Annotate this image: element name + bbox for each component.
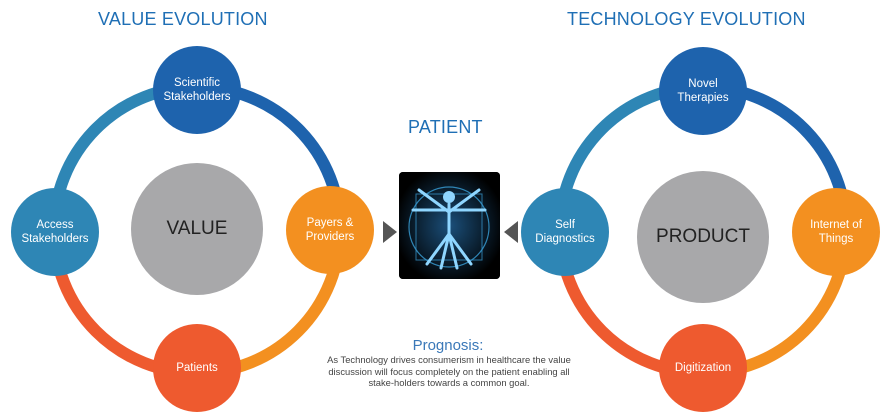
- arrow-right-icon: [383, 221, 397, 243]
- internet-of-things-label: Internet of Things: [810, 219, 862, 245]
- scientific-stakeholders-label: Scientific Stakeholders: [163, 77, 231, 103]
- payers-providers-label: Payers & Providers: [305, 217, 355, 243]
- value-center-label: VALUE: [166, 218, 228, 239]
- patient-heading: PATIENT: [408, 117, 483, 137]
- vitruvian-man-icon: [399, 172, 500, 279]
- access-stakeholders-label: Access Stakeholders: [21, 219, 89, 245]
- internet-of-things-node: [792, 188, 880, 276]
- technology-evolution-heading: TECHNOLOGY EVOLUTION: [567, 9, 806, 29]
- digitization-node: [659, 324, 747, 412]
- patients-node: [153, 324, 241, 412]
- access-stakeholders-node: [11, 188, 99, 276]
- value-evolution-heading: VALUE EVOLUTION: [98, 9, 268, 29]
- product-center-label: PRODUCT: [656, 226, 750, 247]
- scientific-stakeholders-node: [153, 46, 241, 134]
- value-center-circle: [131, 163, 263, 295]
- arrow-left-icon: [504, 221, 518, 243]
- prognosis-body: As Technology drives consumerism in heal…: [327, 354, 571, 389]
- product-center-circle: [637, 171, 769, 303]
- self-diagnostics-label: Self Diagnostics: [535, 219, 595, 245]
- novel-therapies-node: [659, 47, 747, 135]
- payers-providers-node: [286, 186, 374, 274]
- patients-label: Patients: [176, 362, 218, 374]
- self-diagnostics-node: [521, 188, 609, 276]
- prognosis-title: Prognosis:: [412, 337, 484, 354]
- novel-therapies-label: Novel Therapies: [677, 78, 729, 104]
- digitization-label: Digitization: [674, 362, 732, 374]
